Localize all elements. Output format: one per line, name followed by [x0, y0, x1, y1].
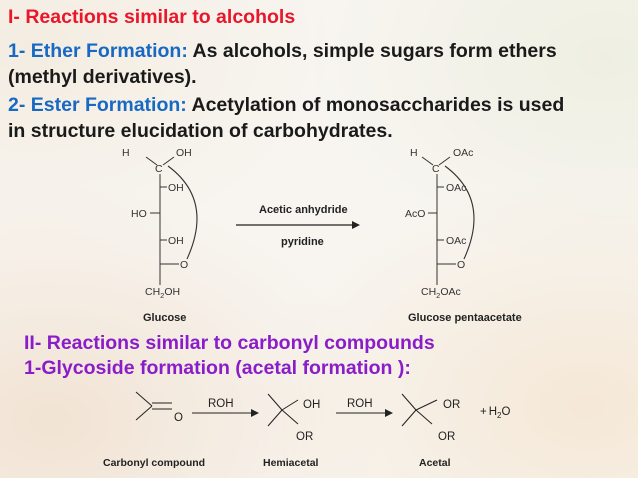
glycoside-scheme: O ROH OH OR ROH OR OR +H2O Carbonyl comp… [103, 391, 510, 469]
ether-line-1: 1- Ether Formation: As alcohols, simple … [8, 40, 557, 63]
pentaacetate-oac-2: OAc [446, 182, 466, 194]
carbonyl-o: O [174, 412, 183, 424]
pentaacetate-h: H [410, 147, 418, 159]
ester-text-1: Acetylation of monosaccharides is used [191, 94, 565, 116]
glycoside-heading: 1-Glycoside formation (acetal formation … [24, 357, 411, 379]
pentaacetate-oac-4: OAc [446, 235, 466, 247]
glucose-oh-top: OH [176, 147, 192, 159]
acetylation-arrow: Acetic anhydride pyridine [236, 204, 360, 248]
pentaacetate-oac-top: OAc [453, 147, 473, 159]
hemiacetal-or: OR [296, 431, 313, 443]
ether-line-2: (methyl derivatives). [8, 66, 197, 88]
pentaacetate-c: C [432, 163, 440, 175]
glucose-name: Glucose [143, 312, 186, 324]
heading-alcohols: I- Reactions similar to alcohols [8, 6, 296, 28]
ether-label: 1- Ether Formation: [8, 40, 188, 62]
hemiacetal-oh: OH [303, 399, 320, 411]
glucose-oh-4: OH [168, 235, 184, 247]
pentaacetate-aco: AcO [405, 208, 425, 220]
reagent-pyridine: pyridine [281, 236, 324, 248]
glucose-h: H [122, 147, 130, 159]
pentaacetate-ring-o: O [457, 259, 465, 271]
glucose-c: C [155, 163, 163, 175]
reagent-acetic-anhydride: Acetic anhydride [259, 204, 348, 216]
label-hemiacetal: Hemiacetal [263, 457, 319, 469]
glucose-ring-o: O [180, 259, 188, 271]
acetal-or-top: OR [443, 399, 460, 411]
pentaacetate-ch2oac: CH2OAc [421, 286, 461, 300]
glucose-oh-2: OH [168, 182, 184, 194]
ester-line-2: in structure elucidation of carbohydrate… [8, 120, 393, 142]
glucose-ch2oh: CH2OH [145, 286, 180, 300]
reagent-roh-1: ROH [208, 398, 234, 410]
ether-text-1: As alcohols, simple sugars form ethers [192, 40, 557, 62]
label-carbonyl-compound: Carbonyl compound [103, 457, 205, 469]
glucose-structure: H OH C OH HO OH O CH2OH Glucose [122, 147, 198, 324]
pentaacetate-name: Glucose pentaacetate [408, 312, 522, 324]
pentaacetate-structure: H OAc C OAc AcO OAc O CH2OAc Glucose pen… [405, 147, 522, 324]
reagent-roh-2: ROH [347, 398, 373, 410]
label-acetal: Acetal [419, 457, 451, 469]
glucose-ho: HO [131, 208, 147, 220]
ester-label: 2- Ester Formation: [8, 94, 187, 116]
water-product: +H2O [480, 406, 510, 420]
acetal-or-bottom: OR [438, 431, 455, 443]
heading-carbonyl: II- Reactions similar to carbonyl compou… [24, 332, 435, 354]
ester-line-1: 2- Ester Formation: Acetylation of monos… [8, 94, 564, 117]
